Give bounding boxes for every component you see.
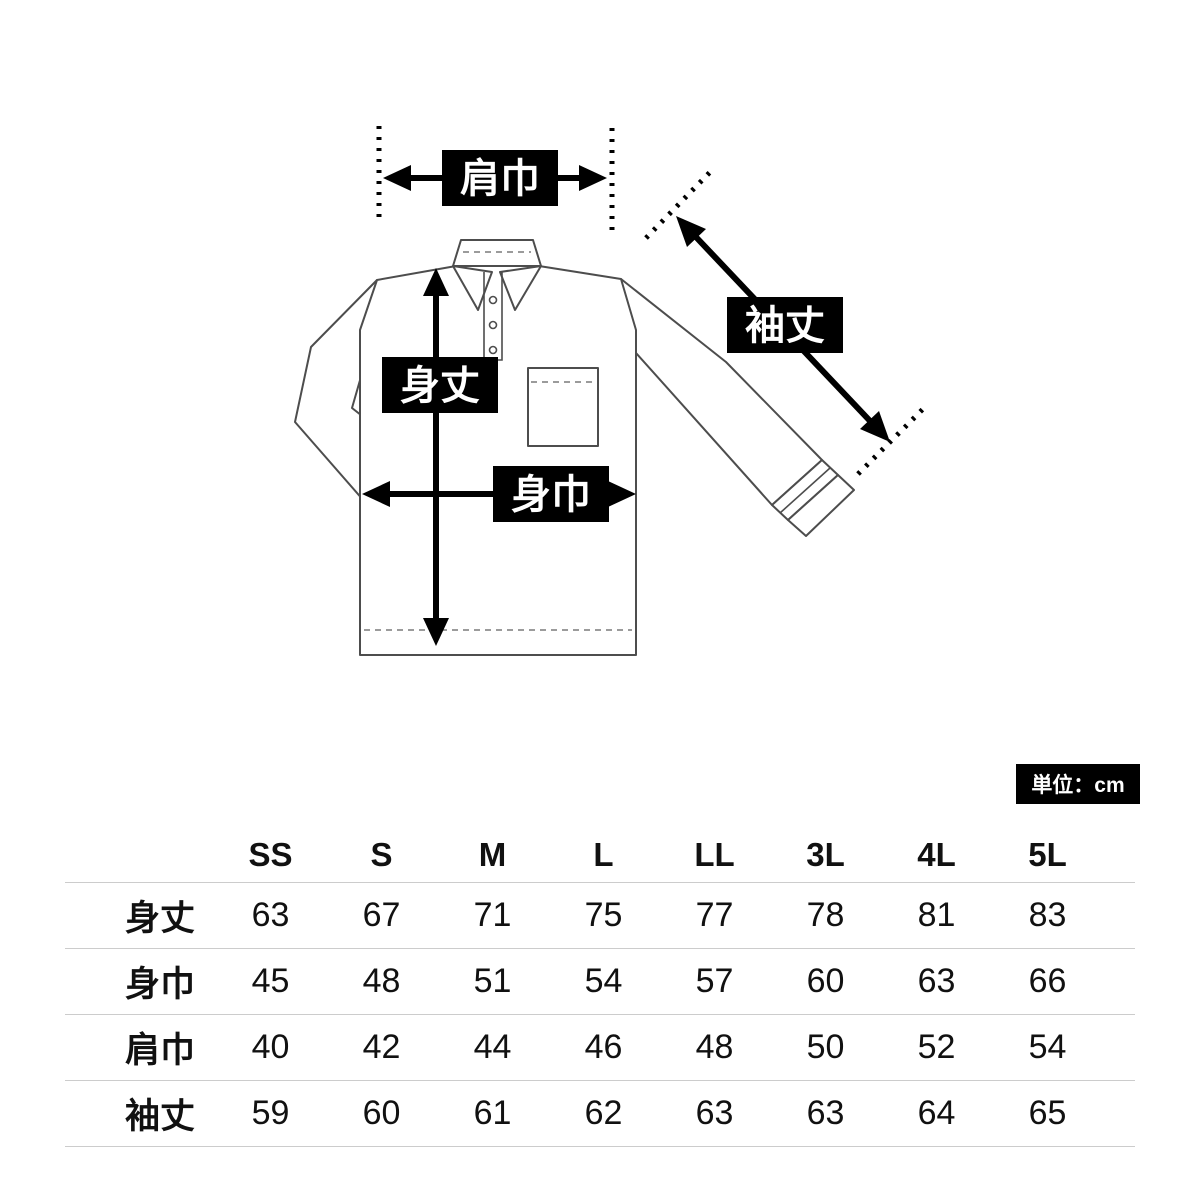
table-row: 袖丈 59 60 61 62 63 63 64 65 bbox=[65, 1080, 1135, 1146]
sleeve-length-label-box bbox=[727, 297, 843, 353]
table-cell: 57 bbox=[695, 962, 734, 1000]
collar-right-flap bbox=[499, 265, 542, 311]
table-row-label: 身巾 bbox=[124, 965, 195, 1004]
table-header-cell: M bbox=[478, 836, 507, 873]
shoulder-width-label: 肩巾 bbox=[460, 156, 540, 201]
table-header-cell: LL bbox=[694, 836, 735, 873]
table-header-cell: SS bbox=[248, 836, 293, 873]
table-cell: 81 bbox=[917, 896, 956, 934]
collar-left-flap bbox=[452, 265, 493, 311]
sleeve-length-arrow: 袖丈 bbox=[644, 166, 928, 476]
table-cell: 54 bbox=[584, 962, 623, 1000]
table-row: 身丈 63 67 71 75 77 78 81 83 bbox=[65, 882, 1135, 948]
table-cell: 64 bbox=[917, 1094, 956, 1132]
table-cell: 48 bbox=[695, 1028, 734, 1066]
table-cell: 61 bbox=[473, 1094, 512, 1132]
table-cell: 83 bbox=[1028, 896, 1067, 934]
table-cell: 60 bbox=[806, 962, 845, 1000]
table-cell: 46 bbox=[584, 1028, 623, 1066]
table-header-row: SS S M L LL 3L 4L 5L bbox=[65, 828, 1135, 882]
table-cell: 51 bbox=[473, 962, 512, 1000]
table-row: 身巾 45 48 51 54 57 60 63 66 bbox=[65, 948, 1135, 1014]
table-cell: 63 bbox=[806, 1094, 845, 1132]
chest-pocket bbox=[527, 367, 599, 447]
table-cell: 44 bbox=[473, 1028, 512, 1066]
table-header-cell: S bbox=[370, 836, 393, 873]
unit-badge: 単位：cm bbox=[1016, 764, 1140, 804]
table-cell: 42 bbox=[362, 1028, 401, 1066]
table-header-cell: 3L bbox=[806, 836, 845, 873]
table-cell: 48 bbox=[362, 962, 401, 1000]
body-length-arrow: 身丈 bbox=[382, 268, 498, 646]
table-cell: 65 bbox=[1028, 1094, 1067, 1132]
size-table: SS S M L LL 3L 4L 5L 身丈 63 67 71 75 77 7… bbox=[65, 828, 1135, 1147]
table-cell: 63 bbox=[251, 896, 290, 934]
table-row-label: 身丈 bbox=[124, 899, 195, 938]
table-cell: 52 bbox=[917, 1028, 956, 1066]
table-cell: 63 bbox=[695, 1094, 734, 1132]
table-cell: 59 bbox=[251, 1094, 290, 1132]
table-cell: 50 bbox=[806, 1028, 845, 1066]
table-header-cell: 4L bbox=[917, 836, 956, 873]
collar-back bbox=[452, 239, 542, 267]
size-diagram: 肩巾 身丈 身巾 袖丈 bbox=[294, 126, 928, 656]
table-cell: 78 bbox=[806, 896, 845, 934]
table-cell: 45 bbox=[251, 962, 290, 1000]
table-row: 肩巾 40 42 44 46 48 50 52 54 bbox=[65, 1014, 1135, 1080]
table-row-label: 肩巾 bbox=[124, 1031, 195, 1070]
body-length-label: 身丈 bbox=[400, 364, 480, 408]
body-width-arrow: 身巾 bbox=[362, 466, 636, 522]
body-length-label-box bbox=[382, 357, 498, 413]
table-row-label: 袖丈 bbox=[124, 1097, 195, 1136]
shoulder-width-arrow: 肩巾 bbox=[376, 126, 615, 234]
shoulder-width-label-box bbox=[442, 150, 558, 206]
table-cell: 40 bbox=[251, 1028, 290, 1066]
button bbox=[488, 295, 498, 305]
button bbox=[488, 345, 498, 355]
table-cell: 63 bbox=[917, 962, 956, 1000]
body-width-label-box bbox=[493, 466, 609, 522]
table-cell: 66 bbox=[1028, 962, 1067, 1000]
table-cell: 62 bbox=[584, 1094, 623, 1132]
sleeve-length-label: 袖丈 bbox=[745, 304, 825, 348]
table-header-cell: 5L bbox=[1028, 836, 1067, 873]
guide-dotted-top bbox=[644, 166, 716, 240]
table-cell: 71 bbox=[473, 896, 512, 934]
table-cell: 77 bbox=[695, 896, 734, 934]
table-cell: 60 bbox=[362, 1094, 401, 1132]
table-header-cell: L bbox=[593, 836, 614, 873]
table-cell: 54 bbox=[1028, 1028, 1067, 1066]
button bbox=[488, 320, 498, 330]
table-cell: 67 bbox=[362, 896, 401, 934]
body-width-label: 身巾 bbox=[511, 473, 591, 517]
shirt-body bbox=[359, 265, 637, 656]
table-cell: 75 bbox=[584, 896, 623, 934]
